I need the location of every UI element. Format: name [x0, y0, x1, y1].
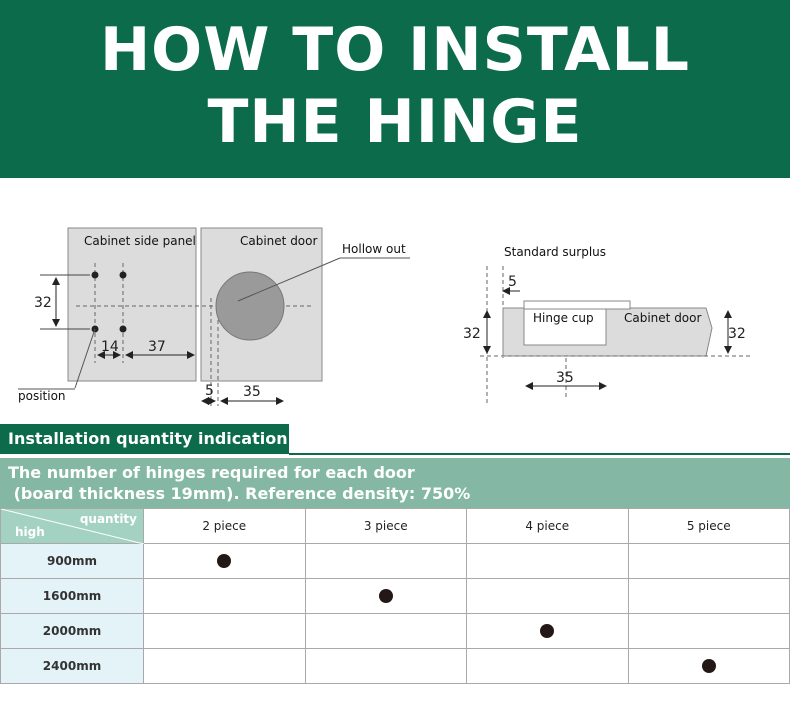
table-cell [304, 543, 467, 579]
side-panel-rect [67, 227, 197, 382]
r-dim-32-right-label: 32 [728, 326, 746, 342]
table-row: 900mm [0, 543, 790, 579]
table-cell [627, 648, 790, 684]
info-banner: The number of hinges required for each d… [0, 458, 790, 508]
dim-5-label: 5 [205, 383, 214, 399]
table-cell [627, 613, 790, 649]
screw-hole [119, 271, 127, 279]
table-cell [466, 543, 629, 579]
hinge-cup-label: Hinge cup [533, 311, 594, 325]
title-banner: HOW TO INSTALL THE HINGE [0, 0, 790, 178]
table-cell [304, 578, 467, 614]
quantity-dot [217, 554, 232, 569]
table-cell [143, 543, 306, 579]
table-cell [304, 613, 467, 649]
table-header-row: quantity high 2 piece 3 piece 4 piece 5 … [0, 508, 790, 544]
section-rule [289, 453, 790, 455]
table-cell [466, 613, 629, 649]
table-row: 1600mm [0, 578, 790, 614]
table-row: 2000mm [0, 613, 790, 649]
hinge-quantity-table: quantity high 2 piece 3 piece 4 piece 5 … [0, 508, 790, 684]
screw-hole [91, 271, 99, 279]
dim-32-label: 32 [34, 295, 52, 311]
info-line-1: The number of hinges required for each d… [8, 463, 415, 482]
dim-37-label: 37 [148, 339, 166, 355]
table-cell [143, 648, 306, 684]
position-label: position [18, 389, 66, 403]
diagram-svg: Cabinet side panel Cabinet door Hollow o… [18, 227, 750, 406]
table-cell [466, 578, 629, 614]
table-row: 2400mm [0, 648, 790, 684]
row-header: 1600mm [0, 578, 144, 614]
table-cell [466, 648, 629, 684]
hollow-circle [215, 271, 285, 341]
r-dim-32-left-label: 32 [463, 326, 481, 342]
table-body: 900mm 1600mm 2000mm 2400mm [0, 543, 790, 684]
quantity-dot [701, 659, 716, 674]
dim-14-label: 14 [101, 339, 119, 355]
info-line-2: (board thickness 19mm). Reference densit… [8, 484, 471, 503]
r-dim-35-label: 35 [556, 370, 574, 386]
table-cell [627, 578, 790, 614]
corner-quantity-label: quantity [79, 512, 137, 526]
column-header: 3 piece [304, 508, 467, 544]
column-header: 5 piece [627, 508, 790, 544]
table-cell [143, 613, 306, 649]
title-line-2: THE HINGE [207, 87, 583, 157]
hinge-cup-flange [523, 300, 631, 310]
right-door-label: Cabinet door [624, 311, 701, 325]
door-label: Cabinet door [240, 234, 317, 248]
dim-35-label: 35 [243, 384, 261, 400]
screw-hole [119, 325, 127, 333]
row-header: 2000mm [0, 613, 144, 649]
section-title: Installation quantity indication [0, 424, 289, 454]
table-corner-cell: quantity high [0, 508, 144, 544]
column-header: 2 piece [143, 508, 306, 544]
corner-high-label: high [15, 525, 45, 539]
quantity-dot [378, 589, 393, 604]
quantity-dot [540, 624, 555, 639]
table-cell [143, 578, 306, 614]
side-panel-label: Cabinet side panel [84, 234, 196, 248]
installation-diagram: Cabinet side panel Cabinet door Hollow o… [0, 178, 790, 418]
column-header: 4 piece [466, 508, 629, 544]
table-cell [627, 543, 790, 579]
surplus-label: Standard surplus [504, 245, 606, 259]
hollow-label: Hollow out [342, 242, 406, 256]
table-cell [304, 648, 467, 684]
title-line-1: HOW TO INSTALL [99, 15, 691, 85]
r-dim-5-label: 5 [508, 274, 517, 290]
row-header: 2400mm [0, 648, 144, 684]
hinge-cup-rect [523, 308, 607, 346]
row-header: 900mm [0, 543, 144, 579]
